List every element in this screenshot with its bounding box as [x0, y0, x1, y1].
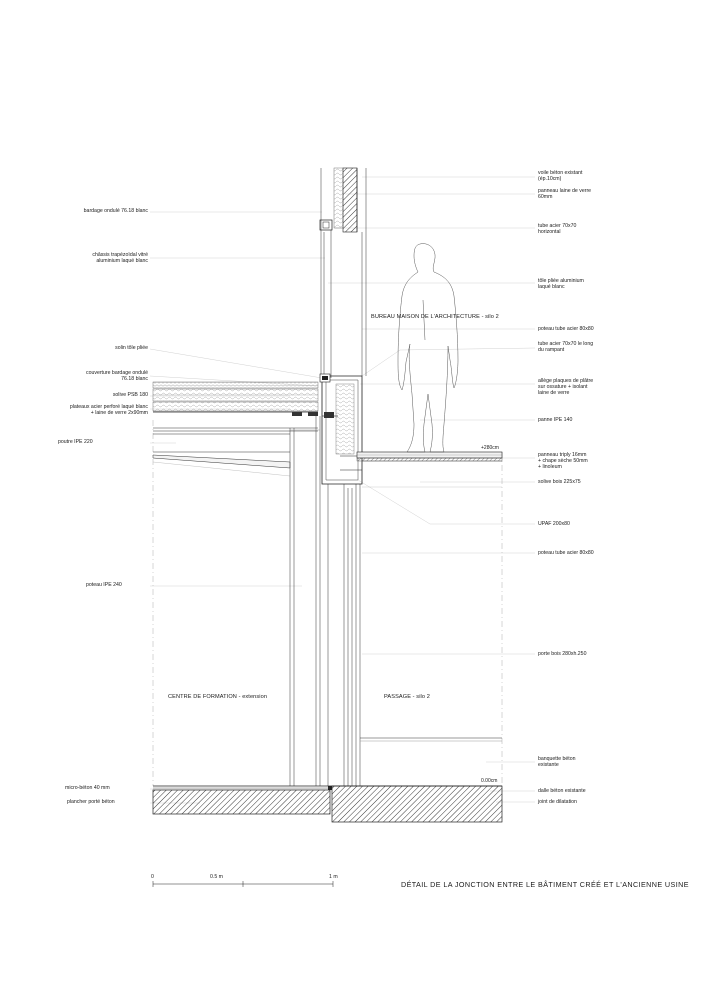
banquette	[360, 737, 502, 742]
label-tole-pliee-alu: tôle pliée aluminium laqué blanc	[538, 278, 584, 291]
label-poutre-ipe-220: poutre IPE 220	[58, 439, 93, 445]
label-plateaux-acier: plateaux acier perforé laqué blanc + lai…	[69, 404, 148, 417]
beam-ipe-220	[152, 427, 318, 477]
scale-bar	[152, 881, 334, 887]
room-passage: PASSAGE - silo 2	[384, 694, 430, 700]
section-limits	[152, 420, 503, 786]
label-poteau-tube-upper: poteau tube acier 80x80	[538, 326, 594, 332]
scale-tick-0: 0	[151, 874, 154, 880]
room-bureau: BUREAU MAISON DE L'ARCHITECTURE - silo 2	[371, 314, 499, 320]
existing-concrete-wall	[319, 167, 358, 233]
person-silhouette	[397, 243, 459, 453]
level-ground: 0.00cm	[481, 778, 498, 784]
label-tube-rampant: tube acier 70x70 le long du rampant	[538, 341, 594, 354]
label-upaf: UPAF 200x80	[538, 521, 570, 527]
label-solive-bois: solive bois 225x75	[538, 479, 581, 485]
label-panne-ipe: panne IPE 140	[538, 417, 573, 423]
leader-lines-right	[328, 176, 536, 803]
junction-frame	[319, 373, 363, 485]
label-micro-beton: micro-béton 40 mm	[65, 785, 110, 791]
column-ipe-240	[289, 416, 321, 786]
label-tube-acier-horizontal: tube acier 70x70 horizontal	[538, 223, 577, 236]
label-porte-bois: porte bois 280xh.250	[538, 651, 587, 657]
label-panneau-triply: panneau triply 16mm + chape sèche 50mm +…	[538, 452, 588, 471]
label-joint-dilatation: joint de dilatation	[538, 799, 577, 805]
scale-tick-half: 0.5 m	[210, 874, 223, 880]
label-poteau-ipe-240: poteau IPE 240	[86, 582, 122, 588]
label-couverture-bardage: couverture bardage ondulé 76.18 blanc	[85, 370, 148, 383]
label-banquette-beton: banquette béton existante	[538, 756, 576, 769]
label-poteau-tube-lower: poteau tube acier 80x80	[538, 550, 594, 556]
label-panneau-laine: panneau laine de verre 60mm	[538, 188, 592, 201]
roof-assembly	[152, 381, 319, 416]
label-solive-psb: solive PSB 180	[112, 392, 148, 398]
leader-lines-left	[149, 211, 330, 804]
upper-floor	[356, 451, 503, 488]
label-chassis-trapezoidal: châssis trapézoïdal vitré aluminium laqu…	[92, 252, 148, 265]
label-allege-platre: allège plaques de plâtre sur ossature + …	[538, 378, 594, 397]
label-plancher-porte: plancher porté béton	[67, 799, 115, 805]
upper-facade	[320, 168, 367, 378]
lower-wall	[327, 484, 361, 786]
scale-tick-1: 1 m	[329, 874, 338, 880]
room-centre-formation: CENTRE DE FORMATION - extension	[168, 694, 268, 700]
label-bardage-ondule: bardage ondulé 76.18 blanc	[83, 208, 148, 214]
label-dalle-beton: dalle béton existante	[538, 788, 586, 794]
ground-slabs	[152, 785, 503, 823]
label-solin-tole-pliee: solin tôle pliée	[115, 345, 148, 351]
drawing-title: DÉTAIL DE LA JONCTION ENTRE LE BÂTIMENT …	[401, 880, 689, 889]
level-upper: +280cm	[481, 445, 499, 451]
label-voile-beton: voile béton existant (ép.10cm)	[538, 170, 583, 183]
